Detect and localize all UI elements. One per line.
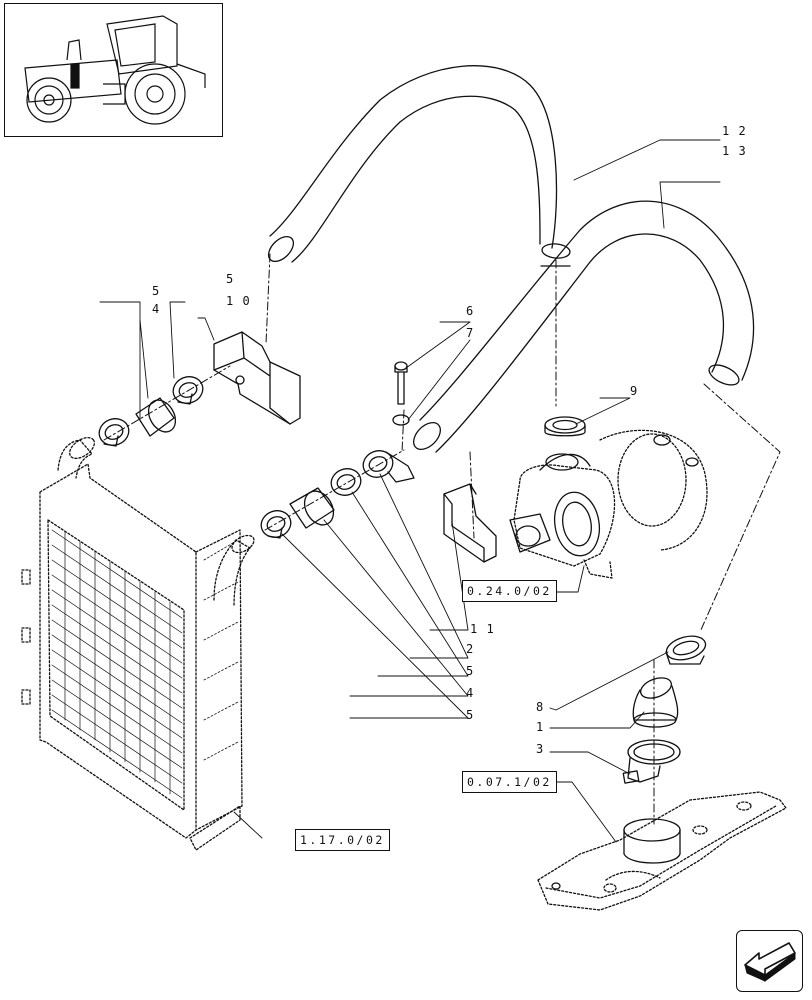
- bolt-6: [394, 361, 408, 405]
- callout-13: 1 3: [722, 144, 747, 158]
- callout-3: 3: [536, 742, 545, 756]
- washer-7: [392, 414, 410, 426]
- arrow-icon: [744, 942, 796, 982]
- callout-5: 5: [466, 664, 475, 678]
- intake-manifold: [537, 791, 787, 911]
- navigation-button[interactable]: [736, 930, 803, 992]
- clamp-3: [622, 739, 681, 784]
- callout-5: 5: [152, 284, 161, 298]
- reference-turbocharger[interactable]: 0.24.0/02: [462, 580, 557, 602]
- callout-7: 7: [466, 326, 475, 340]
- callout-6: 6: [466, 304, 475, 318]
- bracket-10: [213, 331, 301, 425]
- tractor-thumbnail: [4, 3, 223, 137]
- intercooler: [21, 436, 255, 851]
- leader-lines: [99, 139, 721, 843]
- hose-lower: [413, 200, 755, 453]
- callout-9: 9: [630, 384, 639, 398]
- assembly-centerlines: [103, 253, 781, 825]
- reference-manifold[interactable]: 0.07.1/02: [462, 771, 557, 793]
- callout-12: 1 2: [722, 124, 747, 138]
- callout-11: 1 1: [470, 622, 495, 636]
- callout-1: 1: [536, 720, 545, 734]
- callout-4: 4: [152, 302, 161, 316]
- tractor-icon: [24, 15, 206, 125]
- callout-5: 5: [466, 708, 475, 722]
- callout-2: 2: [466, 642, 475, 656]
- callout-8: 8: [536, 700, 545, 714]
- turbocharger: [509, 416, 708, 579]
- hose-upper: [267, 65, 571, 267]
- reference-intercooler[interactable]: 1.17.0/02: [295, 829, 390, 851]
- elbow-1: [632, 635, 707, 728]
- callout-4: 4: [466, 686, 475, 700]
- clamps-middle: [260, 450, 415, 539]
- callout-10: 1 0: [226, 294, 251, 308]
- clamps-left: [98, 376, 204, 447]
- bracket-11: [443, 483, 497, 563]
- callout-5: 5: [226, 272, 235, 286]
